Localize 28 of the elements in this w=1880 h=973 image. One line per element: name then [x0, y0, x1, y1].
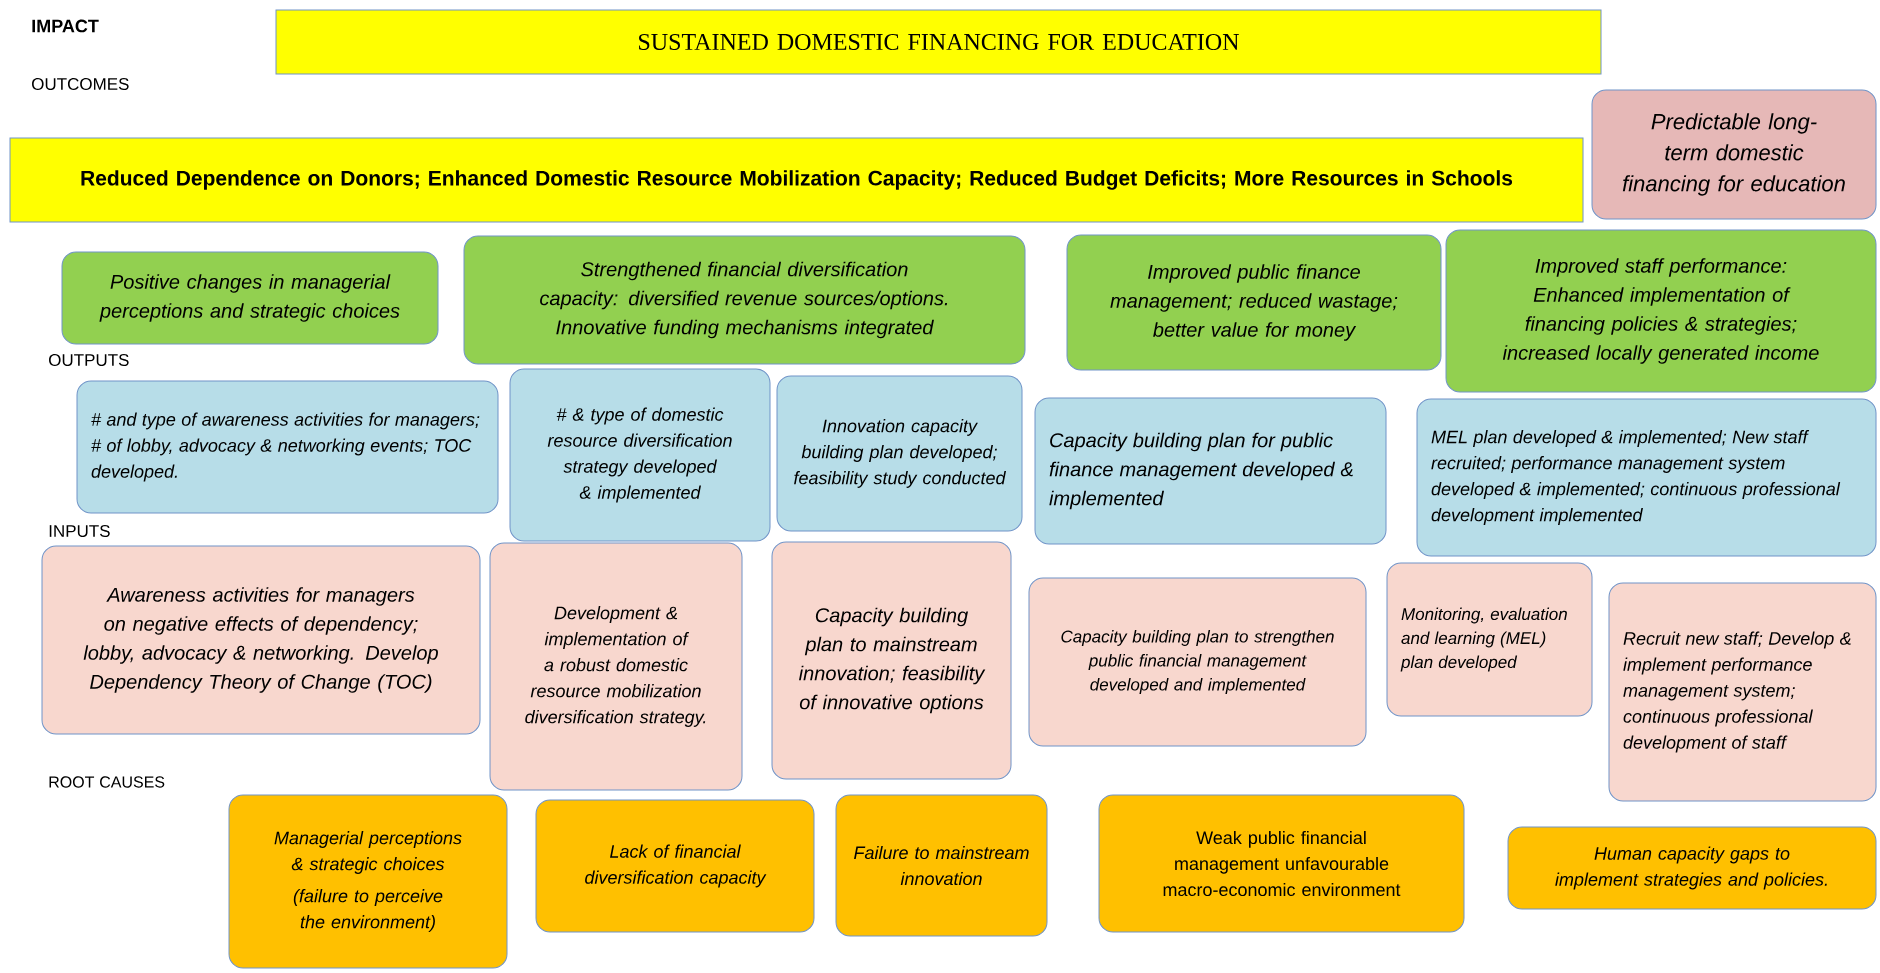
- output-box: # & type of domestic resource diversification strategy developed & implemented: [509, 368, 771, 542]
- root-cause-box: Failure to mainstream innovation: [835, 794, 1048, 937]
- level-label: IMPACT: [32, 19, 99, 33]
- level-label: OUTPUTS: [49, 354, 129, 366]
- output-box: MEL plan developed & implemented; New staff recruited; performance management system developed & implemented; continuous professional development implemented: [1416, 398, 1877, 557]
- input-box: Development & implementation of a robust domestic resource mobilization diversification strategy.: [489, 542, 743, 791]
- output-box: Capacity building plan for public finance management developed & implemented: [1034, 397, 1387, 545]
- outcome-box: Improved staff performance: Enhanced implementation of financing policies & strategies; increased locally generated income: [1445, 229, 1877, 393]
- root-cause-box: Managerial perceptions & strategic choices (failure to perceive the environment): [228, 794, 508, 969]
- outcome-box: Improved public finance management; reduced wastage; better value for money: [1066, 234, 1442, 371]
- input-box: Monitoring, evaluation and learning (MEL) plan developed: [1386, 562, 1593, 717]
- outcome-box: Strengthened financial diversification capacity: diversified revenue sources/options. Innovative funding mechanisms integrated: [463, 235, 1026, 365]
- root-cause-box: Lack of financial diversification capacity: [535, 799, 815, 933]
- input-box: Capacity building plan to strengthen public financial management developed and implemented: [1028, 577, 1367, 747]
- level-label: INPUTS: [49, 525, 110, 537]
- root-cause-box: Human capacity gaps to implement strategies and policies.: [1507, 826, 1877, 910]
- outcome-box: Reduced Dependence on Donors; Enhanced Domestic Resource Mobilization Capacity; Reduced Budget Deficits; More Resources in Schools: [9, 137, 1584, 223]
- input-box: Capacity building plan to mainstream innovation; feasibility of innovative options: [771, 541, 1012, 780]
- impact-box: SUSTAINED DOMESTIC FINANCING FOR EDUCATION: [275, 9, 1602, 75]
- outcome-box: Positive changes in managerial perceptions and strategic choices: [61, 251, 439, 345]
- outcome-box: Predictable long-term domestic financing for education: [1591, 89, 1877, 220]
- input-box: Awareness activities for managers on negative effects of dependency; lobby, advocacy & networking. Develop Dependency Theory of Change (TOC): [41, 545, 481, 735]
- output-box: Innovation capacity building plan developed; feasibility study conducted: [776, 375, 1023, 532]
- input-box: Recruit new staff; Develop & implement performance management system; continuous professional development of staff: [1608, 582, 1877, 802]
- level-label: ROOT CAUSES: [49, 776, 165, 788]
- root-cause-box: Weak public financial management unfavourable macro-economic environment: [1098, 794, 1465, 933]
- level-label: OUTCOMES: [32, 78, 129, 90]
- output-box: # and type of awareness activities for managers; # of lobby, advocacy & networking events; TOC developed.: [76, 380, 499, 514]
